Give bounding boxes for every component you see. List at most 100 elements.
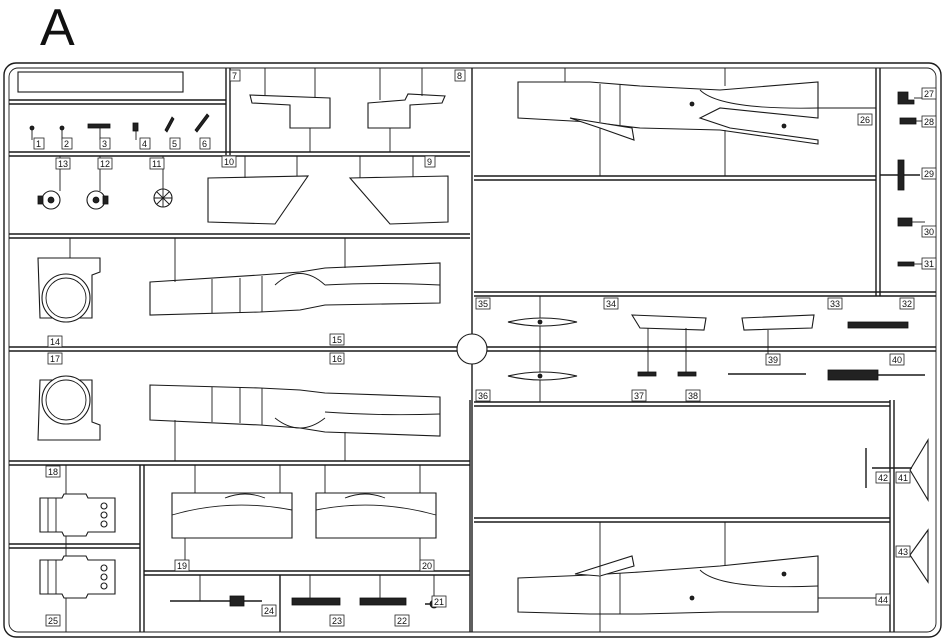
part-number-26: 26 (857, 113, 873, 126)
part-number-text: 4 (142, 139, 147, 149)
part-7-shape (249, 94, 331, 129)
part-number-text: 13 (58, 159, 68, 169)
lower-wing-top (517, 68, 876, 176)
sprue-hub (456, 333, 488, 365)
part-number-36: 36 (475, 389, 491, 402)
part-number-text: 40 (892, 355, 902, 365)
part-number-16: 16 (329, 352, 345, 365)
part-group-41-43 (865, 438, 929, 584)
part-number-23: 23 (329, 614, 345, 627)
part-number-text: 3 (102, 139, 107, 149)
part-number-text: 30 (924, 227, 934, 237)
part-number-27: 27 (921, 87, 937, 100)
part-number-3: 3 (99, 137, 111, 150)
part-number-text: 16 (332, 354, 342, 364)
part-number-14: 14 (47, 335, 63, 348)
part-number-20: 20 (419, 559, 435, 572)
part-number-text: 21 (434, 597, 444, 607)
part-number-29: 29 (921, 167, 937, 180)
part-number-35: 35 (475, 297, 491, 310)
lower-wing-bottom (517, 522, 890, 632)
part-number-text: 15 (332, 335, 342, 345)
part-number-2: 2 (61, 137, 73, 150)
part-number-text: 23 (332, 616, 342, 626)
part-number-text: 24 (264, 606, 274, 616)
part-number-text: 31 (924, 259, 934, 269)
part-number-text: 18 (48, 467, 58, 477)
part-group-32-40 (507, 296, 925, 402)
part-19-wing (171, 492, 293, 539)
part-number-text: 32 (902, 299, 912, 309)
part-number-11: 11 (149, 157, 165, 170)
part-number-text: 22 (397, 616, 407, 626)
part-number-text: 9 (427, 157, 432, 167)
part-number-30: 30 (921, 225, 937, 238)
part-number-text: 28 (924, 117, 934, 127)
part-number-text: 44 (878, 595, 888, 605)
part-number-text: 5 (172, 139, 177, 149)
part-number-text: 37 (634, 391, 644, 401)
part-number-text: 26 (860, 115, 870, 125)
part-group-guns (170, 575, 445, 609)
part-number-text: 42 (878, 473, 888, 483)
part-number-18: 18 (45, 465, 61, 478)
part-number-text: 35 (478, 299, 488, 309)
part-number-4: 4 (139, 137, 151, 150)
part-number-24: 24 (261, 604, 277, 617)
part-number-39: 39 (765, 353, 781, 366)
part-18-engine (39, 465, 116, 632)
part-number-15: 15 (329, 333, 345, 346)
part-number-text: 39 (768, 355, 778, 365)
part-number-text: 8 (457, 71, 462, 81)
part-number-40: 40 (889, 353, 905, 366)
part-number-34: 34 (603, 297, 619, 310)
part-number-8: 8 (454, 69, 466, 82)
part-number-41: 41 (895, 471, 911, 484)
part-number-text: 17 (50, 354, 60, 364)
part-17-cowl (37, 375, 101, 441)
part-number-43: 43 (895, 545, 911, 558)
part-number-22: 22 (394, 614, 410, 627)
part-number-text: 7 (232, 71, 237, 81)
part-number-text: 11 (152, 159, 161, 169)
part-number-5: 5 (169, 137, 181, 150)
part-number-text: 19 (177, 561, 187, 571)
part-number-44: 44 (875, 593, 891, 606)
part-10-shape (207, 175, 310, 225)
part-number-13: 13 (55, 157, 71, 170)
part-number-text: 25 (48, 616, 58, 626)
part-number-19: 19 (174, 559, 190, 572)
part-number-1: 1 (33, 137, 45, 150)
part-number-text: 20 (422, 561, 432, 571)
part-14-cowl (37, 238, 101, 323)
sprue-letter: A (40, 0, 75, 57)
part-number-text: 34 (606, 299, 616, 309)
part-number-text: 6 (202, 139, 207, 149)
part-number-12: 12 (97, 157, 113, 170)
part-9-shape (348, 175, 449, 225)
part-number-25: 25 (45, 614, 61, 627)
part-number-9: 9 (424, 155, 436, 168)
part-number-text: 27 (924, 89, 934, 99)
part-number-42: 42 (875, 471, 891, 484)
part-number-text: 2 (64, 139, 69, 149)
part-number-text: 12 (100, 159, 110, 169)
part-number-10: 10 (221, 155, 237, 168)
part-number-21: 21 (431, 595, 447, 608)
part-number-33: 33 (827, 297, 843, 310)
part-number-38: 38 (685, 389, 701, 402)
part-number-28: 28 (921, 115, 937, 128)
part-number-37: 37 (631, 389, 647, 402)
part-number-text: 10 (224, 157, 234, 167)
part-group-27-31 (880, 91, 925, 267)
part-16-fuselage (149, 384, 441, 461)
part-number-text: 38 (688, 391, 698, 401)
part-number-text: 43 (898, 547, 908, 557)
part-number-17: 17 (47, 352, 63, 365)
part-number-31: 31 (921, 257, 937, 270)
part-group-wheels (37, 156, 173, 210)
part-number-text: 1 (36, 139, 41, 149)
part-number-text: 36 (478, 391, 488, 401)
